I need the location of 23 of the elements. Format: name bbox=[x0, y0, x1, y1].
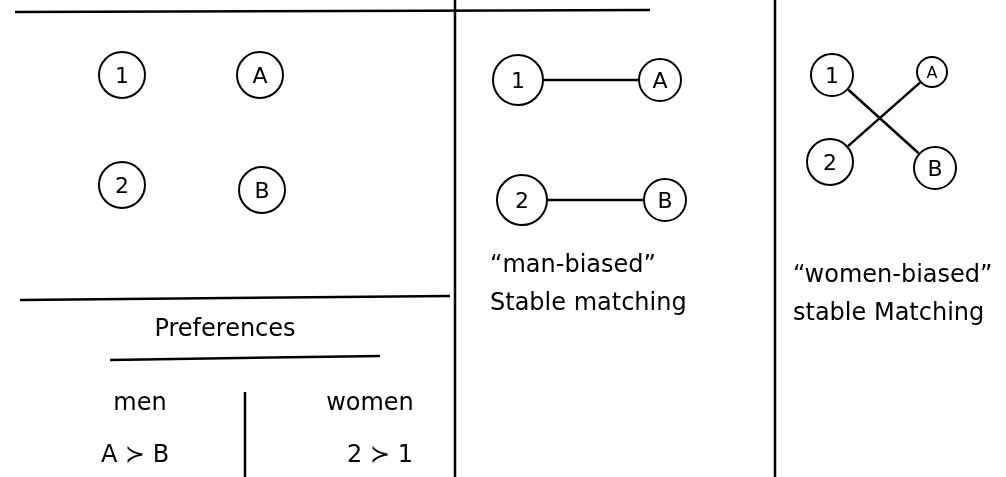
preference-text: 2 ≻ 1 bbox=[346, 440, 414, 468]
column-header: men bbox=[112, 388, 168, 416]
node-circle: 1 bbox=[492, 54, 544, 106]
node-circle: 2 bbox=[496, 174, 548, 226]
preference-text: A ≻ B bbox=[99, 440, 171, 468]
node-circle: A bbox=[638, 58, 682, 102]
column-header: women bbox=[325, 388, 415, 416]
node-circle: B bbox=[238, 166, 286, 214]
matching-line bbox=[847, 81, 921, 148]
node-circle: 2 bbox=[806, 138, 854, 186]
heading-text: Preferences bbox=[153, 314, 297, 342]
matching-line bbox=[548, 198, 643, 202]
node-circle: A bbox=[916, 56, 948, 88]
caption-text: “women-biased” stable Matching bbox=[793, 259, 994, 329]
node-circle: 1 bbox=[810, 53, 854, 97]
caption-text: “man-biased” Stable matching bbox=[490, 249, 688, 319]
node-circle: B bbox=[913, 146, 957, 190]
node-circle: 2 bbox=[98, 161, 146, 209]
node-circle: A bbox=[236, 51, 284, 99]
matching-line bbox=[544, 78, 638, 82]
node-circle: B bbox=[643, 178, 687, 222]
matching-line bbox=[847, 88, 920, 155]
node-circle: 1 bbox=[98, 51, 146, 99]
